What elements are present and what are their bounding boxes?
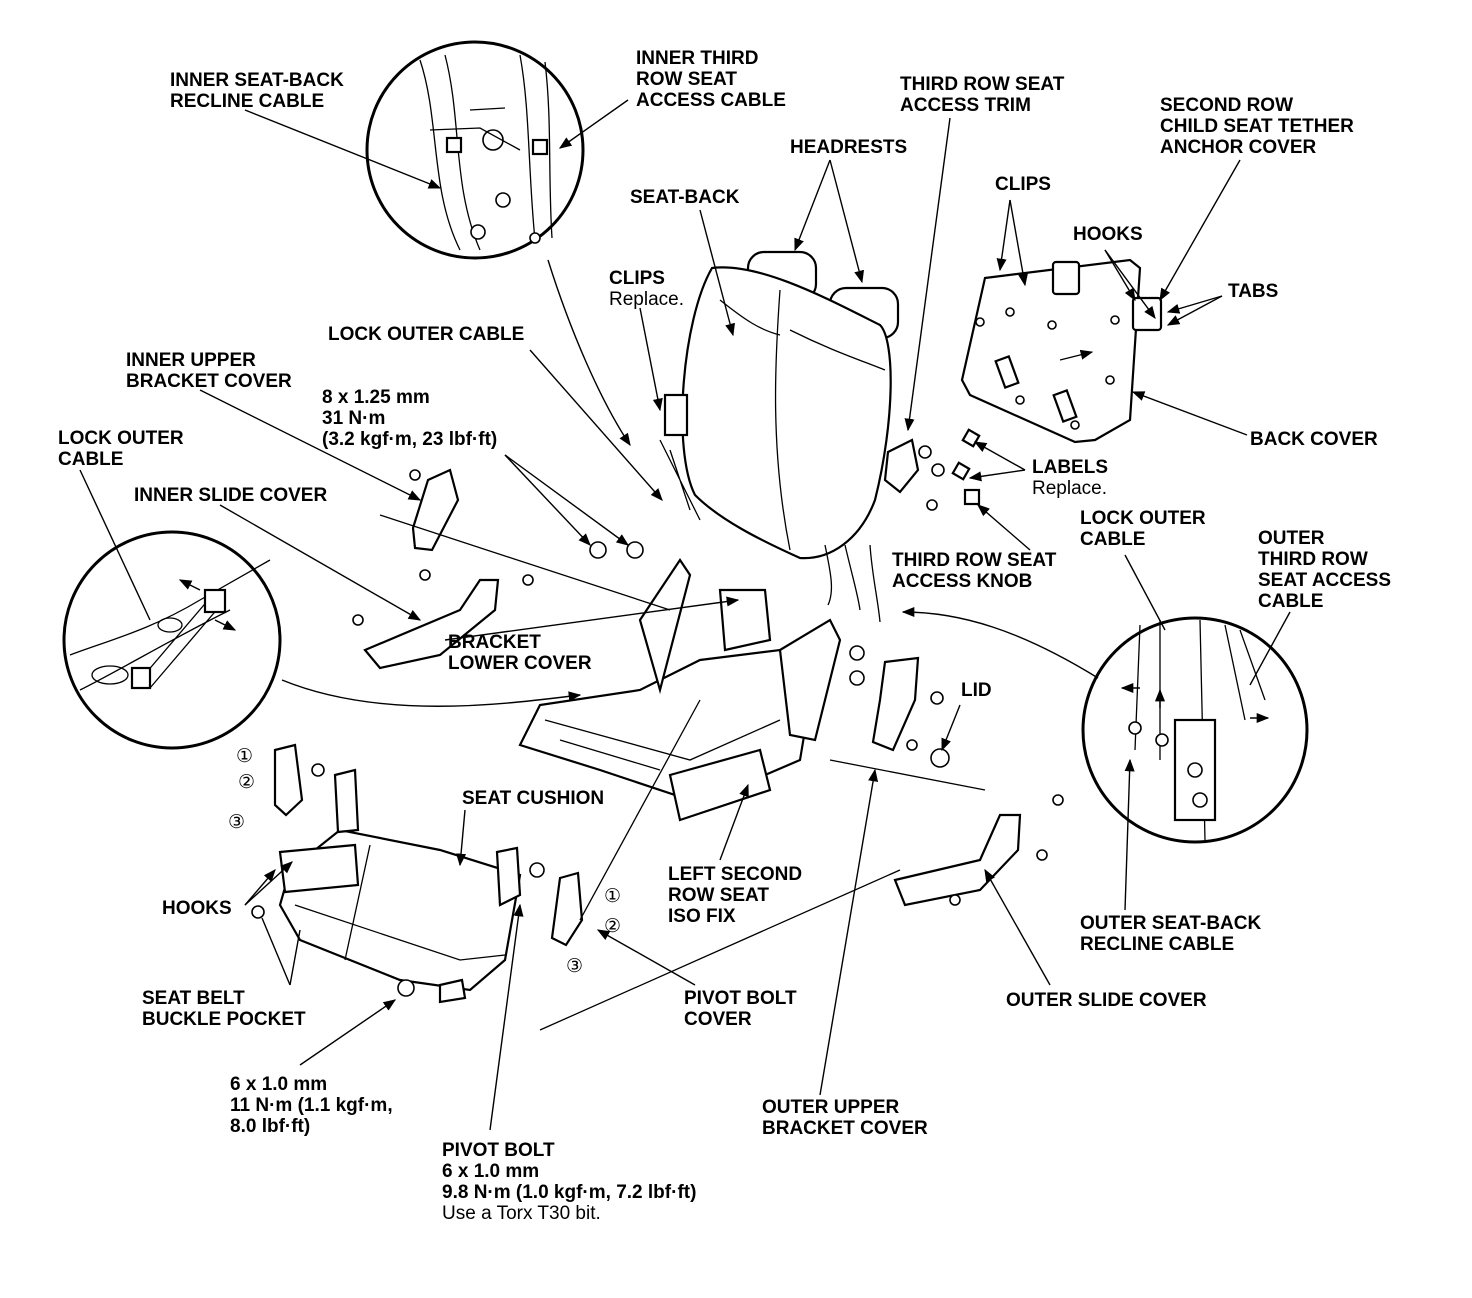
label-seat-belt-buckle-pocket: SEAT BELT BUCKLE POCKET [142, 988, 306, 1030]
label-headrests: HEADRESTS [790, 137, 908, 158]
back-cover [960, 258, 1142, 444]
label-lock-outer-cable-left: LOCK OUTER CABLE [58, 428, 184, 470]
outer-slide-cover [893, 794, 1064, 907]
label-hooks-bottom: HOOKS [162, 898, 232, 919]
label-second-row-child-seat-tether-anchor-cover: SECOND ROW CHILD SEAT TETHER ANCHOR COVE… [1160, 95, 1354, 158]
detail-circle-left [62, 530, 282, 750]
label-third-row-seat-access-knob: THIRD ROW SEAT ACCESS KNOB [892, 550, 1057, 592]
label-lid: LID [961, 680, 992, 701]
label-tabs: TABS [1228, 281, 1279, 302]
label-lock-outer-cable-right: LOCK OUTER CABLE [1080, 508, 1206, 550]
label-inner-slide-cover: INNER SLIDE COVER [134, 485, 328, 506]
label-left-second-row-seat-iso-fix: LEFT SECOND ROW SEAT ISO FIX [668, 864, 803, 927]
label-bracket-lower-cover: BRACKET LOWER COVER [448, 632, 592, 674]
label-labels-replace: LABELS Replace. [1032, 457, 1108, 499]
detail-circle-right [1081, 616, 1309, 844]
label-outer-slide-cover: OUTER SLIDE COVER [1006, 990, 1207, 1011]
label-outer-third-row-seat-access-cable: OUTER THIRD ROW SEAT ACCESS CABLE [1258, 528, 1392, 612]
pivot-bolt-cover [550, 871, 584, 947]
seat-back [659, 266, 892, 560]
label-pivot-bolt: PIVOT BOLT 6 x 1.0 mm 9.8 N·m (1.0 kgf·m… [442, 1140, 697, 1224]
step-marker-left-3: ③ [228, 812, 246, 833]
seat-cushion [251, 828, 522, 1004]
outer-upper-bracket-cover [871, 656, 950, 768]
access-trim [883, 428, 981, 511]
label-clips-replace: CLIPS Replace. [609, 268, 684, 310]
seat-cushion-bracket-right [495, 846, 545, 907]
label-seat-back: SEAT-BACK [630, 187, 740, 208]
step-marker-right-3: ③ [566, 956, 584, 977]
label-outer-upper-bracket-cover: OUTER UPPER BRACKET COVER [762, 1097, 928, 1139]
seat-cushion-bracket-left [273, 743, 360, 834]
label-lock-outer-cable-top: LOCK OUTER CABLE [328, 324, 525, 345]
label-inner-seatback-recline-cable: INNER SEAT-BACK RECLINE CABLE [170, 70, 344, 112]
step-marker-right-2: ② [604, 916, 622, 937]
step-marker-left-2: ② [238, 772, 256, 793]
label-torque-6x10: 6 x 1.0 mm 11 N·m (1.1 kgf·m, 8.0 lbf·ft… [230, 1074, 393, 1137]
detail-circle-top [365, 40, 585, 260]
seat-frame [518, 541, 881, 822]
label-third-row-seat-access-trim: THIRD ROW SEAT ACCESS TRIM [900, 74, 1065, 116]
step-marker-right-1: ① [604, 886, 622, 907]
label-outer-seatback-recline-cable: OUTER SEAT-BACK RECLINE CABLE [1080, 913, 1262, 955]
label-seat-cushion: SEAT CUSHION [462, 788, 605, 809]
step-marker-left-1: ① [236, 746, 254, 767]
label-hooks-top: HOOKS [1073, 224, 1143, 245]
label-clips-top: CLIPS [995, 174, 1051, 195]
label-inner-third-row-seat-access-cable: INNER THIRD ROW SEAT ACCESS CABLE [636, 48, 786, 111]
label-pivot-bolt-cover: PIVOT BOLT COVER [684, 988, 797, 1030]
inner-slide-cover [352, 569, 534, 670]
label-back-cover: BACK COVER [1250, 429, 1378, 450]
leader-lines [79, 99, 1291, 1131]
label-inner-upper-bracket-cover: INNER UPPER BRACKET COVER [126, 350, 292, 392]
label-torque-8x125: 8 x 1.25 mm 31 N·m (3.2 kgf·m, 23 lbf·ft… [322, 387, 498, 450]
